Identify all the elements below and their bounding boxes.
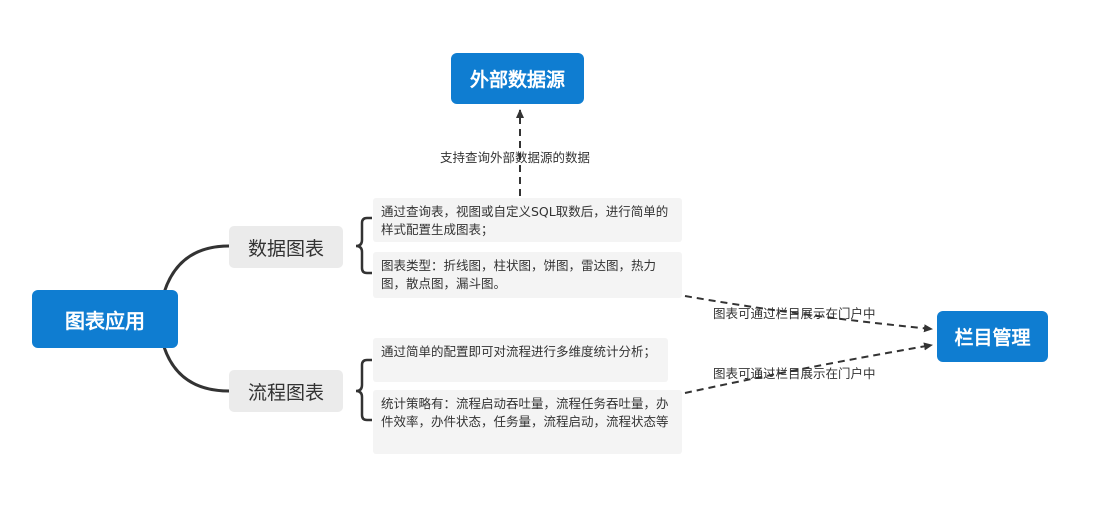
data-chart-note-types[interactable]: 图表类型：折线图，柱状图，饼图，雷达图，热力图，散点图，漏斗图。 [373,252,682,298]
relation-label-portal-2[interactable]: 图表可通过栏目展示在门户中 [713,366,876,381]
relation-label-external[interactable]: 支持查询外部数据源的数据 [440,150,591,165]
column-management-topic[interactable]: 栏目管理 [937,311,1048,362]
root-topic[interactable]: 图表应用 [32,290,178,348]
flow-chart-note-strategy[interactable]: 统计策略有：流程启动吞吐量，流程任务吞吐量，办件效率，办件状态，任务量，流程启动… [373,390,682,454]
data-chart-note-query[interactable]: 通过查询表，视图或自定义SQL取数后，进行简单的样式配置生成图表； [373,198,682,242]
relation-line-portal-1 [684,295,933,333]
bracket-data-chart [355,216,372,275]
external-source-topic[interactable]: 外部数据源 [451,53,584,104]
flow-chart-topic[interactable]: 流程图表 [229,370,343,412]
bracket-flow-chart [355,358,372,422]
flow-chart-note-config[interactable]: 通过简单的配置即可对流程进行多维度统计分析； [373,338,668,382]
branch-line-flow-chart [160,339,230,393]
branch-line-data-chart [160,244,230,301]
relation-label-portal-1[interactable]: 图表可通过栏目展示在门户中 [713,306,876,321]
relation-line-portal-2 [684,342,933,394]
data-chart-topic[interactable]: 数据图表 [229,226,343,268]
